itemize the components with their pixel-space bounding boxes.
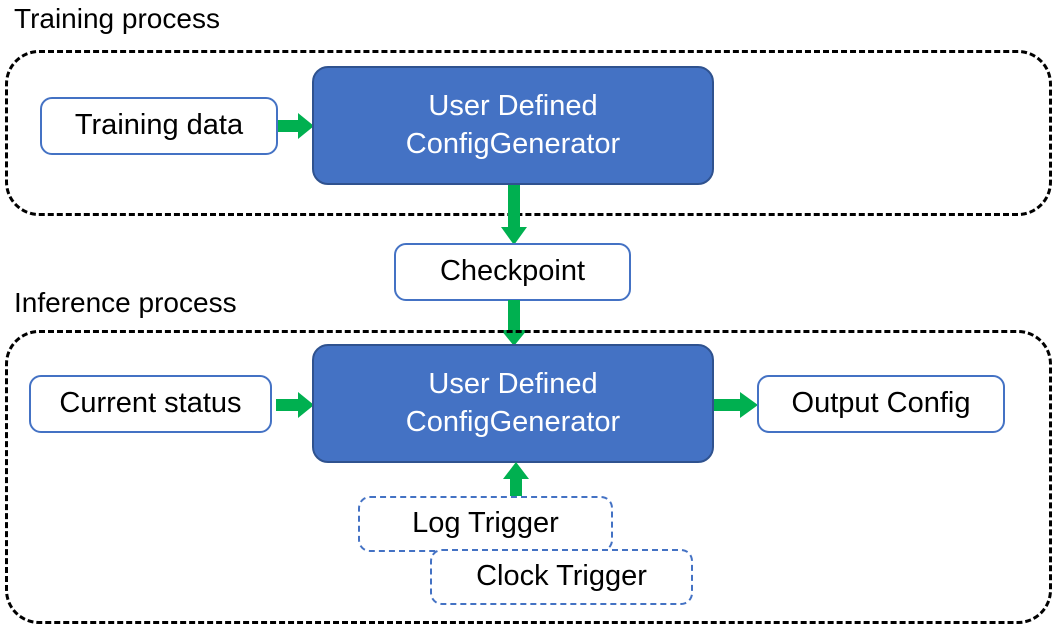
node-training-config-generator[interactable]: User Defined ConfigGenerator [312,66,714,185]
node-current-status-label: Current status [59,387,242,420]
node-training-data-label: Training data [74,109,244,142]
node-clock-trigger[interactable]: Clock Trigger [430,549,693,605]
node-inference-config-generator[interactable]: User Defined ConfigGenerator [312,344,714,463]
node-training-config-generator-line1: User Defined [428,90,598,123]
node-inference-config-generator-line2: ConfigGenerator [405,405,621,438]
node-training-data[interactable]: Training data [40,97,278,155]
node-checkpoint[interactable]: Checkpoint [394,243,631,301]
node-clock-trigger-label: Clock Trigger [476,560,647,593]
node-log-trigger[interactable]: Log Trigger [358,496,613,552]
group-container-training [5,50,1052,216]
node-training-config-generator-line2: ConfigGenerator [405,127,621,160]
group-caption-training: Training process [14,3,220,34]
group-container-inference [5,330,1052,624]
node-output-config[interactable]: Output Config [757,375,1005,433]
node-output-config-label: Output Config [791,387,971,420]
node-inference-config-generator-line1: User Defined [428,368,598,401]
node-current-status[interactable]: Current status [29,375,272,433]
node-checkpoint-label: Checkpoint [439,255,586,288]
node-log-trigger-label: Log Trigger [412,507,559,540]
group-caption-inference: Inference process [14,287,237,318]
